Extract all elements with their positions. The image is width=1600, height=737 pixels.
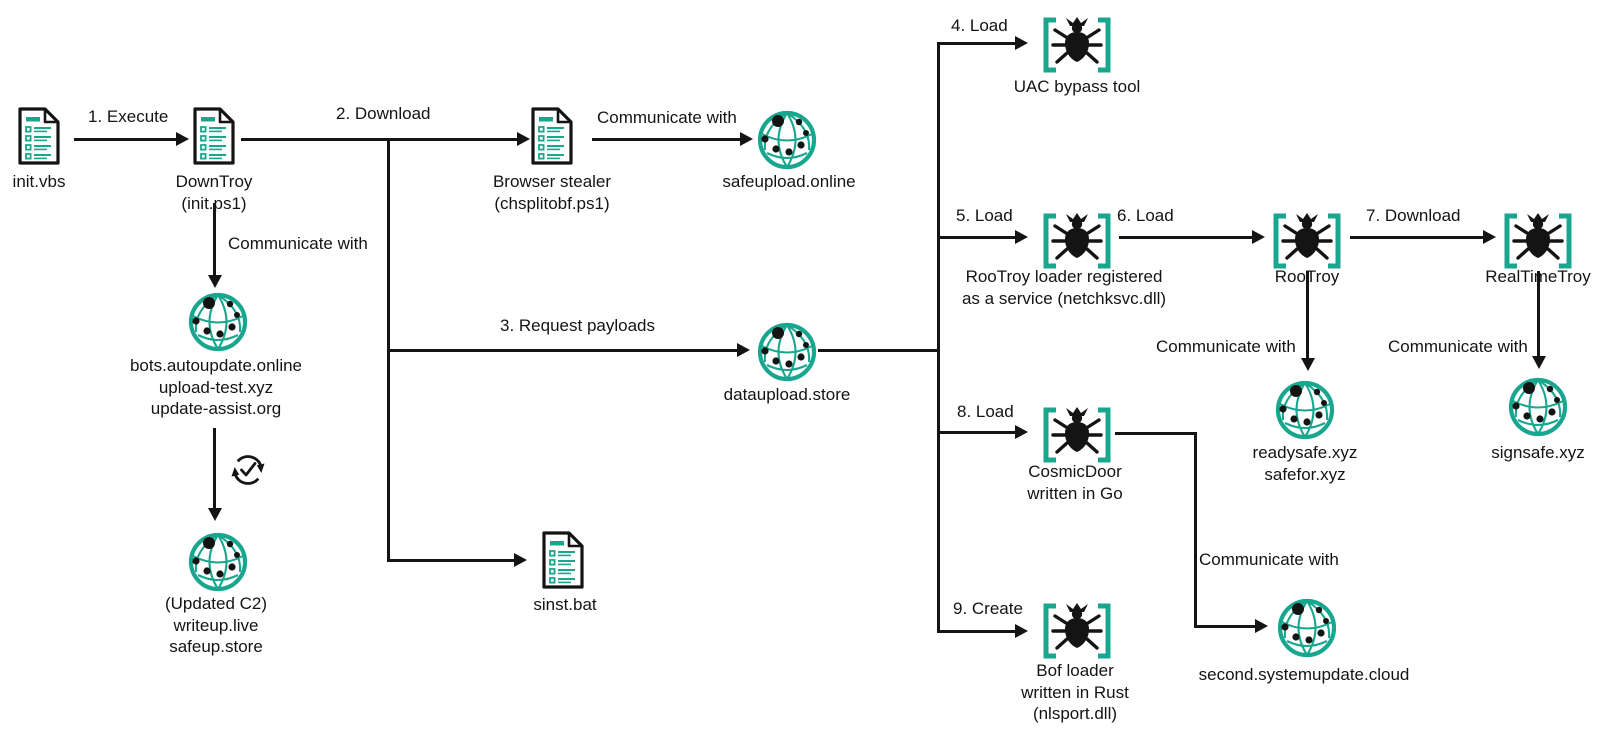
node-label-bof-loader: Bof loader written in Rust (nlsport.dll) — [1021, 661, 1129, 723]
edge-label-load5: 5. Load — [956, 206, 1013, 225]
edge-load6-line — [1119, 236, 1252, 239]
arrowhead-right-icon — [1252, 230, 1265, 244]
arrowhead-right-icon — [740, 132, 753, 146]
edge-cosmicdoor-comm-line-h2 — [1194, 625, 1255, 628]
edge-create9-line — [937, 630, 1015, 633]
arrowhead-right-icon — [1015, 624, 1028, 638]
arrowhead-right-icon — [1483, 230, 1496, 244]
arrowhead-down-icon — [208, 508, 222, 521]
edge-load4-line — [937, 42, 1015, 45]
edge-request-payloads-line — [387, 349, 737, 352]
file-icon-sinst-bat — [542, 531, 584, 589]
node-label-uac: UAC bypass tool — [1013, 77, 1141, 96]
node-label-init-vbs: init.vbs — [12, 172, 66, 191]
node-label-second-c2: second.systemupdate.cloud — [1198, 665, 1410, 684]
edge-download-line — [241, 138, 517, 141]
edge-sinst-line — [387, 559, 514, 562]
arrowhead-right-icon — [1015, 36, 1028, 50]
file-icon-browser-stealer — [531, 107, 573, 165]
arrowhead-right-icon — [517, 132, 530, 146]
malware-icon-rootroy — [1273, 213, 1341, 269]
edge-comm-downtroy-line — [213, 203, 216, 275]
malware-icon-rootroy-loader — [1043, 213, 1111, 269]
edge-label-comm-cosmicdoor: Communicate with — [1199, 550, 1339, 569]
c2-globe-icon-safeupload — [757, 110, 817, 170]
node-label-c2-updated: (Updated C2) writeup.live safeup.store — [164, 594, 268, 656]
edge-label-comm-downtroy: Communicate with — [228, 234, 368, 253]
edge-label-execute: 1. Execute — [88, 107, 169, 126]
edge-cosmicdoor-comm-line-v — [1194, 432, 1197, 628]
node-label-rootroy: RooTroy — [1274, 267, 1340, 286]
malware-icon-cosmicdoor — [1043, 407, 1111, 463]
sync-refresh-icon — [231, 455, 265, 485]
node-label-browser-stealer: Browser stealer (chsplitobf.ps1) — [492, 172, 612, 213]
node-label-sinst: sinst.bat — [533, 595, 597, 614]
node-label-rootroy-loader: RooTroy loader registered as a service (… — [961, 267, 1167, 308]
edge-comm-rootroy-line — [1306, 271, 1309, 358]
arrowhead-right-icon — [1255, 619, 1268, 633]
node-label-c2-primary: bots.autoupdate.online upload-test.xyz u… — [129, 356, 303, 418]
edge-dataupload-to-trunk-line — [818, 349, 940, 352]
arrowhead-right-icon — [737, 343, 750, 357]
edge-label-load6: 6. Load — [1117, 206, 1174, 225]
node-label-readysafe: readysafe.xyz safefor.xyz — [1252, 443, 1358, 484]
edge-label-comm-rootroy: Communicate with — [1156, 337, 1296, 356]
malware-icon-bof-loader — [1043, 603, 1111, 659]
arrowhead-down-icon — [208, 275, 222, 288]
node-label-dataupload: dataupload.store — [723, 385, 851, 404]
node-label-signsafe: signsafe.xyz — [1491, 443, 1585, 462]
malware-icon-realtimetroy — [1504, 213, 1572, 269]
c2-globe-icon-readysafe — [1275, 380, 1335, 440]
c2-globe-icon-dataupload — [757, 322, 817, 382]
arrowhead-down-icon — [1532, 356, 1546, 369]
arrowhead-right-icon — [1015, 230, 1028, 244]
edge-load5-line — [937, 236, 1015, 239]
node-label-downtroy: DownTroy (init.ps1) — [175, 172, 253, 213]
malware-icon-uac-bypass — [1043, 17, 1111, 73]
edge-label-comm-realtimetroy: Communicate with — [1388, 337, 1528, 356]
node-label-cosmicdoor: CosmicDoor written in Go — [1027, 462, 1123, 503]
c2-globe-icon-second-c2 — [1277, 598, 1337, 658]
arrowhead-down-icon — [1301, 358, 1315, 371]
edge-label-load4: 4. Load — [951, 16, 1008, 35]
c2-globe-icon-signsafe — [1508, 377, 1568, 437]
edge-label-request-payloads: 3. Request payloads — [500, 316, 655, 335]
node-label-safeupload: safeupload.online — [722, 172, 856, 191]
c2-globe-icon-updated — [188, 532, 248, 592]
edge-download7-line — [1350, 236, 1483, 239]
edge-label-download: 2. Download — [336, 104, 431, 123]
edge-comm-browser-line — [592, 138, 740, 141]
edge-label-load8: 8. Load — [957, 402, 1014, 421]
edge-cosmicdoor-comm-line-h1 — [1115, 432, 1197, 435]
edge-label-create9: 9. Create — [953, 599, 1023, 618]
right-trunk-line — [937, 42, 940, 633]
arrowhead-right-icon — [514, 553, 527, 567]
arrowhead-right-icon — [1015, 425, 1028, 439]
edge-label-comm-browser: Communicate with — [597, 108, 737, 127]
file-icon-init-vbs — [18, 107, 60, 165]
edge-load8-line — [937, 431, 1015, 434]
edge-execute-line — [74, 138, 176, 141]
edge-label-download7: 7. Download — [1366, 206, 1461, 225]
file-icon-downtroy — [193, 107, 235, 165]
c2-globe-icon-primary — [188, 292, 248, 352]
edge-comm-realtimetroy-line — [1537, 271, 1540, 356]
arrowhead-right-icon — [176, 132, 189, 146]
edge-c2-update-line — [213, 428, 216, 508]
node-label-realtimetroy: RealTimeTroy — [1485, 267, 1591, 286]
